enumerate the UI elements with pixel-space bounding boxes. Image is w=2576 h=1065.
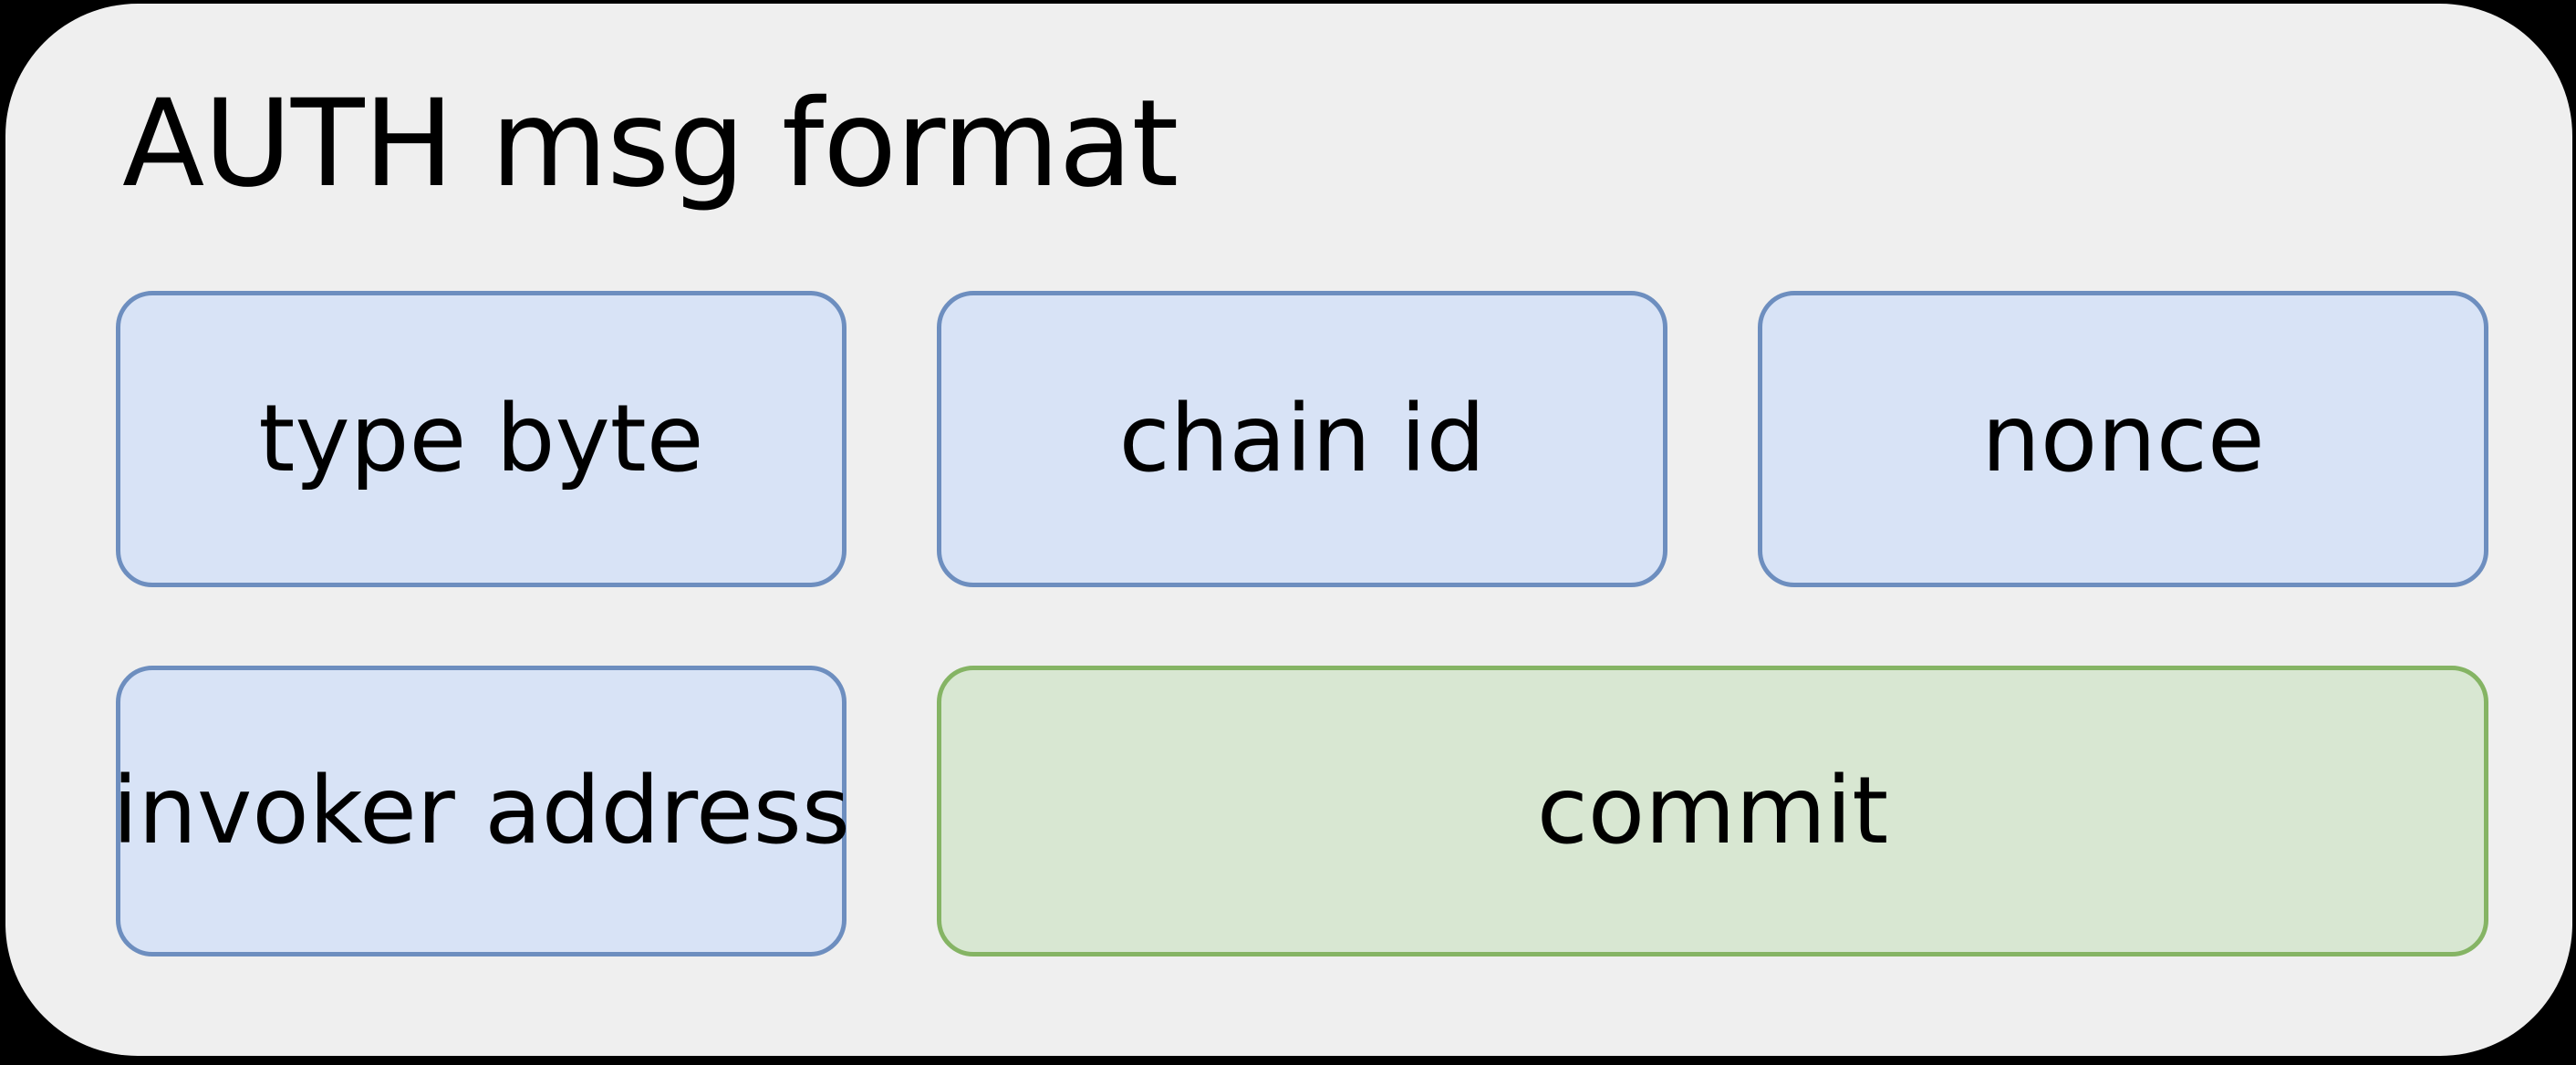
field-label-nonce: nonce [1981, 385, 2265, 493]
field-label-chain-id: chain id [1118, 385, 1486, 493]
auth-msg-format-panel: AUTH msg format type byte chain id nonce… [5, 4, 2572, 1056]
field-label-commit: commit [1536, 757, 1889, 865]
field-box-nonce: nonce [1758, 291, 2488, 587]
field-box-invoker-address: invoker address [112, 666, 850, 956]
field-box-chain-id: chain id [937, 291, 1667, 587]
field-box-type-byte: type byte [116, 291, 847, 587]
field-label-type-byte: type byte [258, 385, 704, 493]
field-box-commit: commit [937, 666, 2488, 956]
field-label-invoker-address: invoker address [111, 757, 851, 865]
diagram-title: AUTH msg format [122, 74, 1179, 214]
